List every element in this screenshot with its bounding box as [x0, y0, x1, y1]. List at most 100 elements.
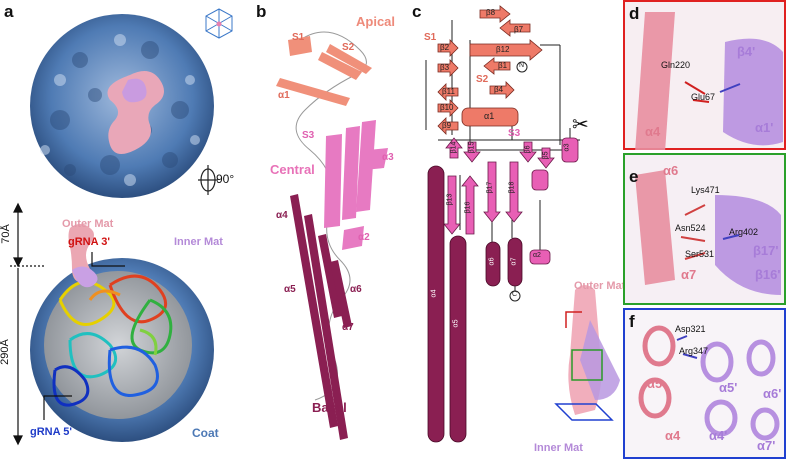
- basal-label: Basal: [312, 400, 347, 415]
- c-beta7: β7: [514, 25, 524, 34]
- c-beta5: β5: [542, 151, 550, 160]
- c-a1: α1: [484, 111, 495, 121]
- grna3-label: gRNA 3': [68, 236, 110, 248]
- rotation-label: 90°: [216, 172, 235, 186]
- panel-d-letter: d: [629, 4, 640, 23]
- e-res3: Arg402: [729, 227, 759, 237]
- d-res2: Glu67: [691, 92, 716, 102]
- c-a3: α3: [563, 143, 571, 152]
- d-res1: Gln220: [661, 60, 691, 70]
- outer-mat-label-a: Outer Mat: [62, 218, 114, 230]
- b-s1: S1: [292, 32, 305, 43]
- c-beta16: β16: [464, 201, 472, 214]
- c-a5: α5: [452, 319, 460, 328]
- panel-e-letter: e: [629, 167, 639, 186]
- c-c: C: [512, 291, 518, 298]
- grna3-pointer: [91, 252, 125, 267]
- apical-label: Apical: [356, 14, 396, 29]
- inner-mat-density: [72, 266, 98, 288]
- mat-density-top: [107, 71, 164, 154]
- mat-density-top-inner: [122, 78, 147, 103]
- b-s2: S2: [342, 42, 355, 53]
- d-h3: α1': [755, 120, 774, 135]
- inner-mat-label-a: Inner Mat: [174, 236, 223, 248]
- c-s2: S2: [476, 74, 489, 85]
- c-beta15: β15: [468, 141, 476, 154]
- capsid-top-highlights: [40, 34, 200, 186]
- c-terminus: [509, 290, 521, 302]
- f-h4: α6': [763, 386, 782, 401]
- c-a4: α4: [430, 289, 438, 298]
- panel-f-cartoon: [638, 325, 780, 441]
- b-a1: α1: [278, 90, 290, 101]
- c-beta14: β14: [450, 141, 458, 154]
- coat-label: Coat: [192, 426, 219, 440]
- icosahedron-icon: [205, 8, 233, 39]
- c-s3: S3: [508, 128, 521, 139]
- b-a2: α2: [358, 232, 370, 243]
- panel-e-frame: e Lys471 Asn524 Arg402 Ser531 α6 α7 β17'…: [623, 153, 786, 305]
- c-n: N: [519, 62, 525, 69]
- c-a6: α6: [488, 257, 496, 266]
- f-h6: α7': [757, 438, 776, 453]
- f-h1: α5: [647, 376, 663, 391]
- grna-ribbon: [52, 274, 173, 407]
- helix-a1-c: [461, 107, 519, 127]
- f-h3: α5': [719, 380, 738, 395]
- panel-d-cartoon: [635, 12, 783, 150]
- c-beta11: β11: [442, 87, 455, 96]
- c-beta17: β17: [486, 181, 494, 194]
- e-res1: Lys471: [691, 185, 720, 195]
- apical-sheets: [437, 5, 543, 135]
- b-a5: α5: [284, 284, 296, 295]
- c-beta6: β6: [524, 145, 532, 154]
- panel-a-letter: a: [4, 2, 14, 21]
- c-a7: α7: [510, 257, 518, 266]
- rotation-icon: [198, 165, 218, 195]
- grna5-label: gRNA 5': [30, 426, 72, 438]
- e-res2: Asn524: [675, 223, 706, 233]
- e-res4: Ser531: [685, 249, 715, 259]
- c-a2: α2: [533, 252, 541, 259]
- c-beta2: β2: [440, 43, 450, 52]
- panel-c-letter: c: [412, 2, 422, 21]
- c-s1: S1: [424, 32, 437, 43]
- panel-d-frame: d Gln220 Glu67 α4 β4' α1': [623, 0, 786, 150]
- scissors-icon: ✂: [572, 114, 589, 136]
- b-a3: α3: [382, 152, 394, 163]
- c-beta12: β12: [496, 45, 510, 54]
- c-beta3: β3: [440, 63, 450, 72]
- grna5-pointer: [43, 395, 72, 420]
- panel-f-frame: f Asp321 Arg347 α5 α4 α5' α6' α4' α7': [623, 308, 786, 459]
- panel-f-letter: f: [629, 312, 635, 331]
- b-a6: α6: [350, 284, 362, 295]
- dimension-arrows: [10, 202, 44, 446]
- f-h5: α4': [709, 428, 728, 443]
- b-s3: S3: [302, 130, 315, 141]
- n-terminus: [516, 61, 528, 73]
- c-beta1: β1: [498, 61, 508, 70]
- b-a7: α7: [342, 322, 354, 333]
- panel-b-letter: b: [256, 2, 267, 21]
- c-beta8: β8: [486, 8, 496, 17]
- c-beta10: β10: [440, 103, 454, 112]
- central-label: Central: [270, 162, 315, 177]
- c-beta13: β13: [446, 193, 454, 206]
- f-res1: Asp321: [675, 324, 706, 334]
- c-beta9: β9: [442, 121, 452, 130]
- c-inner-mat: Inner Mat: [534, 442, 583, 454]
- mini-mat-model: [554, 285, 620, 421]
- f-res2: Arg347: [679, 346, 709, 356]
- e-h1: α6: [663, 163, 679, 178]
- basal-helices: [427, 165, 523, 443]
- c-beta18: β18: [508, 181, 516, 194]
- d-h2: β4': [737, 44, 756, 59]
- e-h3: β17': [753, 243, 779, 258]
- e-h2: α7: [681, 267, 697, 282]
- c-beta4: β4: [494, 85, 504, 94]
- f-h2: α4: [665, 428, 681, 443]
- d-h1: α4: [645, 124, 661, 139]
